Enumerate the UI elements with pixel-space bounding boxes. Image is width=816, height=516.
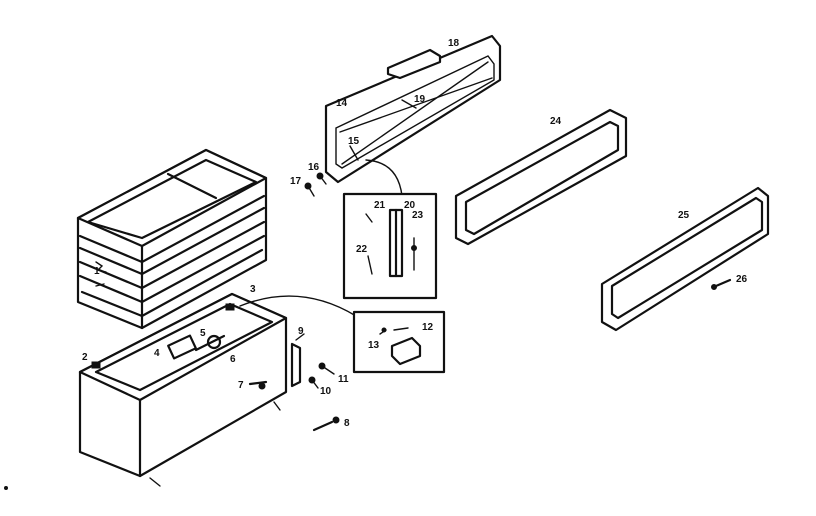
hinge-detail-box (342, 192, 438, 300)
callout-19: 19 (414, 94, 426, 105)
callout-18: 18 (448, 38, 460, 49)
callout-16: 16 (308, 162, 320, 173)
callout-21: 21 (374, 200, 386, 211)
callout-4: 4 (154, 348, 160, 359)
gasket-24 (454, 108, 628, 246)
screw-17 (304, 182, 315, 197)
freezer-basket (76, 148, 268, 330)
callout-17: 17 (290, 176, 302, 187)
callout-3: 3 (250, 284, 256, 295)
callout-13: 13 (368, 340, 380, 351)
callout-22: 22 (356, 244, 368, 255)
leader-line-upper (365, 159, 403, 197)
screw-7 (248, 380, 268, 390)
callout-8: 8 (344, 418, 350, 429)
callout-14: 14 (336, 98, 348, 109)
screw-8 (312, 416, 340, 432)
callout-2: 2 (82, 352, 88, 363)
callout-9: 9 (298, 326, 304, 337)
screw-11 (318, 362, 335, 375)
electrical-detail-box (352, 310, 446, 374)
hinge-bracket (290, 333, 305, 388)
freezer-cabinet (78, 292, 288, 487)
callout-11: 11 (338, 374, 349, 385)
callout-26: 26 (736, 274, 748, 285)
freezer-lid (324, 34, 502, 184)
callout-12: 12 (422, 322, 434, 333)
callout-20: 20 (404, 200, 416, 211)
callout-24: 24 (550, 116, 562, 127)
corner-mark (4, 486, 8, 490)
callout-7: 7 (238, 380, 244, 391)
screw-16 (316, 172, 327, 185)
callout-10: 10 (320, 386, 332, 397)
screw-10 (308, 376, 319, 389)
leader-line-lower (239, 295, 357, 317)
callout-23: 23 (412, 210, 424, 221)
gasket-25 (600, 186, 770, 332)
screw-26 (711, 278, 732, 290)
callout-15: 15 (348, 136, 360, 147)
callout-5: 5 (200, 328, 206, 339)
callout-25: 25 (678, 210, 690, 221)
callout-1: 1 (94, 266, 100, 277)
callout-6: 6 (230, 354, 236, 365)
